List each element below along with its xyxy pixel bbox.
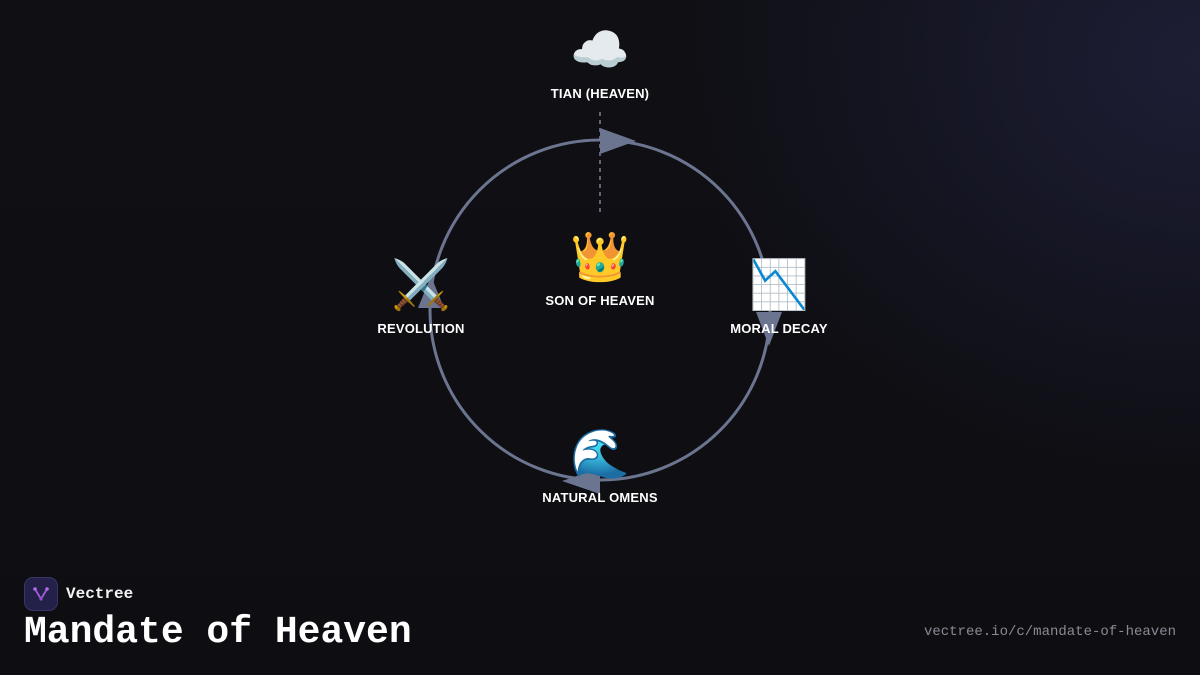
node-natural-omens-label: NATURAL OMENS bbox=[542, 490, 658, 505]
node-moral-decay-label: MORAL DECAY bbox=[730, 321, 828, 336]
wave-icon: 🌊 bbox=[570, 426, 630, 482]
cloud-icon: ☁️ bbox=[570, 22, 630, 78]
crown-icon: 👑 bbox=[570, 229, 630, 285]
node-moral-decay: 📉 MORAL DECAY bbox=[699, 257, 859, 336]
node-natural-omens: 🌊 NATURAL OMENS bbox=[520, 426, 680, 505]
brand-name: Vectree bbox=[66, 585, 134, 603]
page-title: Mandate of Heaven bbox=[24, 611, 412, 654]
arrow-top bbox=[600, 128, 636, 154]
arrow-right bbox=[756, 312, 782, 346]
node-heaven: ☁️ TIAN (HEAVEN) bbox=[520, 22, 680, 101]
arrow-left bbox=[418, 276, 444, 308]
node-revolution: ⚔️ REVOLUTION bbox=[341, 257, 501, 336]
arrow-bottom bbox=[562, 468, 600, 494]
brand[interactable]: Vectree bbox=[24, 577, 133, 611]
crossed-swords-icon: ⚔️ bbox=[391, 257, 451, 313]
node-revolution-label: REVOLUTION bbox=[377, 321, 465, 336]
node-son-of-heaven-label: SON OF HEAVEN bbox=[545, 293, 655, 308]
chart-decreasing-icon: 📉 bbox=[749, 257, 809, 313]
node-son-of-heaven: 👑 SON OF HEAVEN bbox=[520, 229, 680, 308]
node-heaven-label: TIAN (HEAVEN) bbox=[550, 86, 650, 101]
vectree-logo-icon bbox=[24, 577, 58, 611]
page-url[interactable]: vectree.io/c/mandate-of-heaven bbox=[923, 624, 1176, 640]
